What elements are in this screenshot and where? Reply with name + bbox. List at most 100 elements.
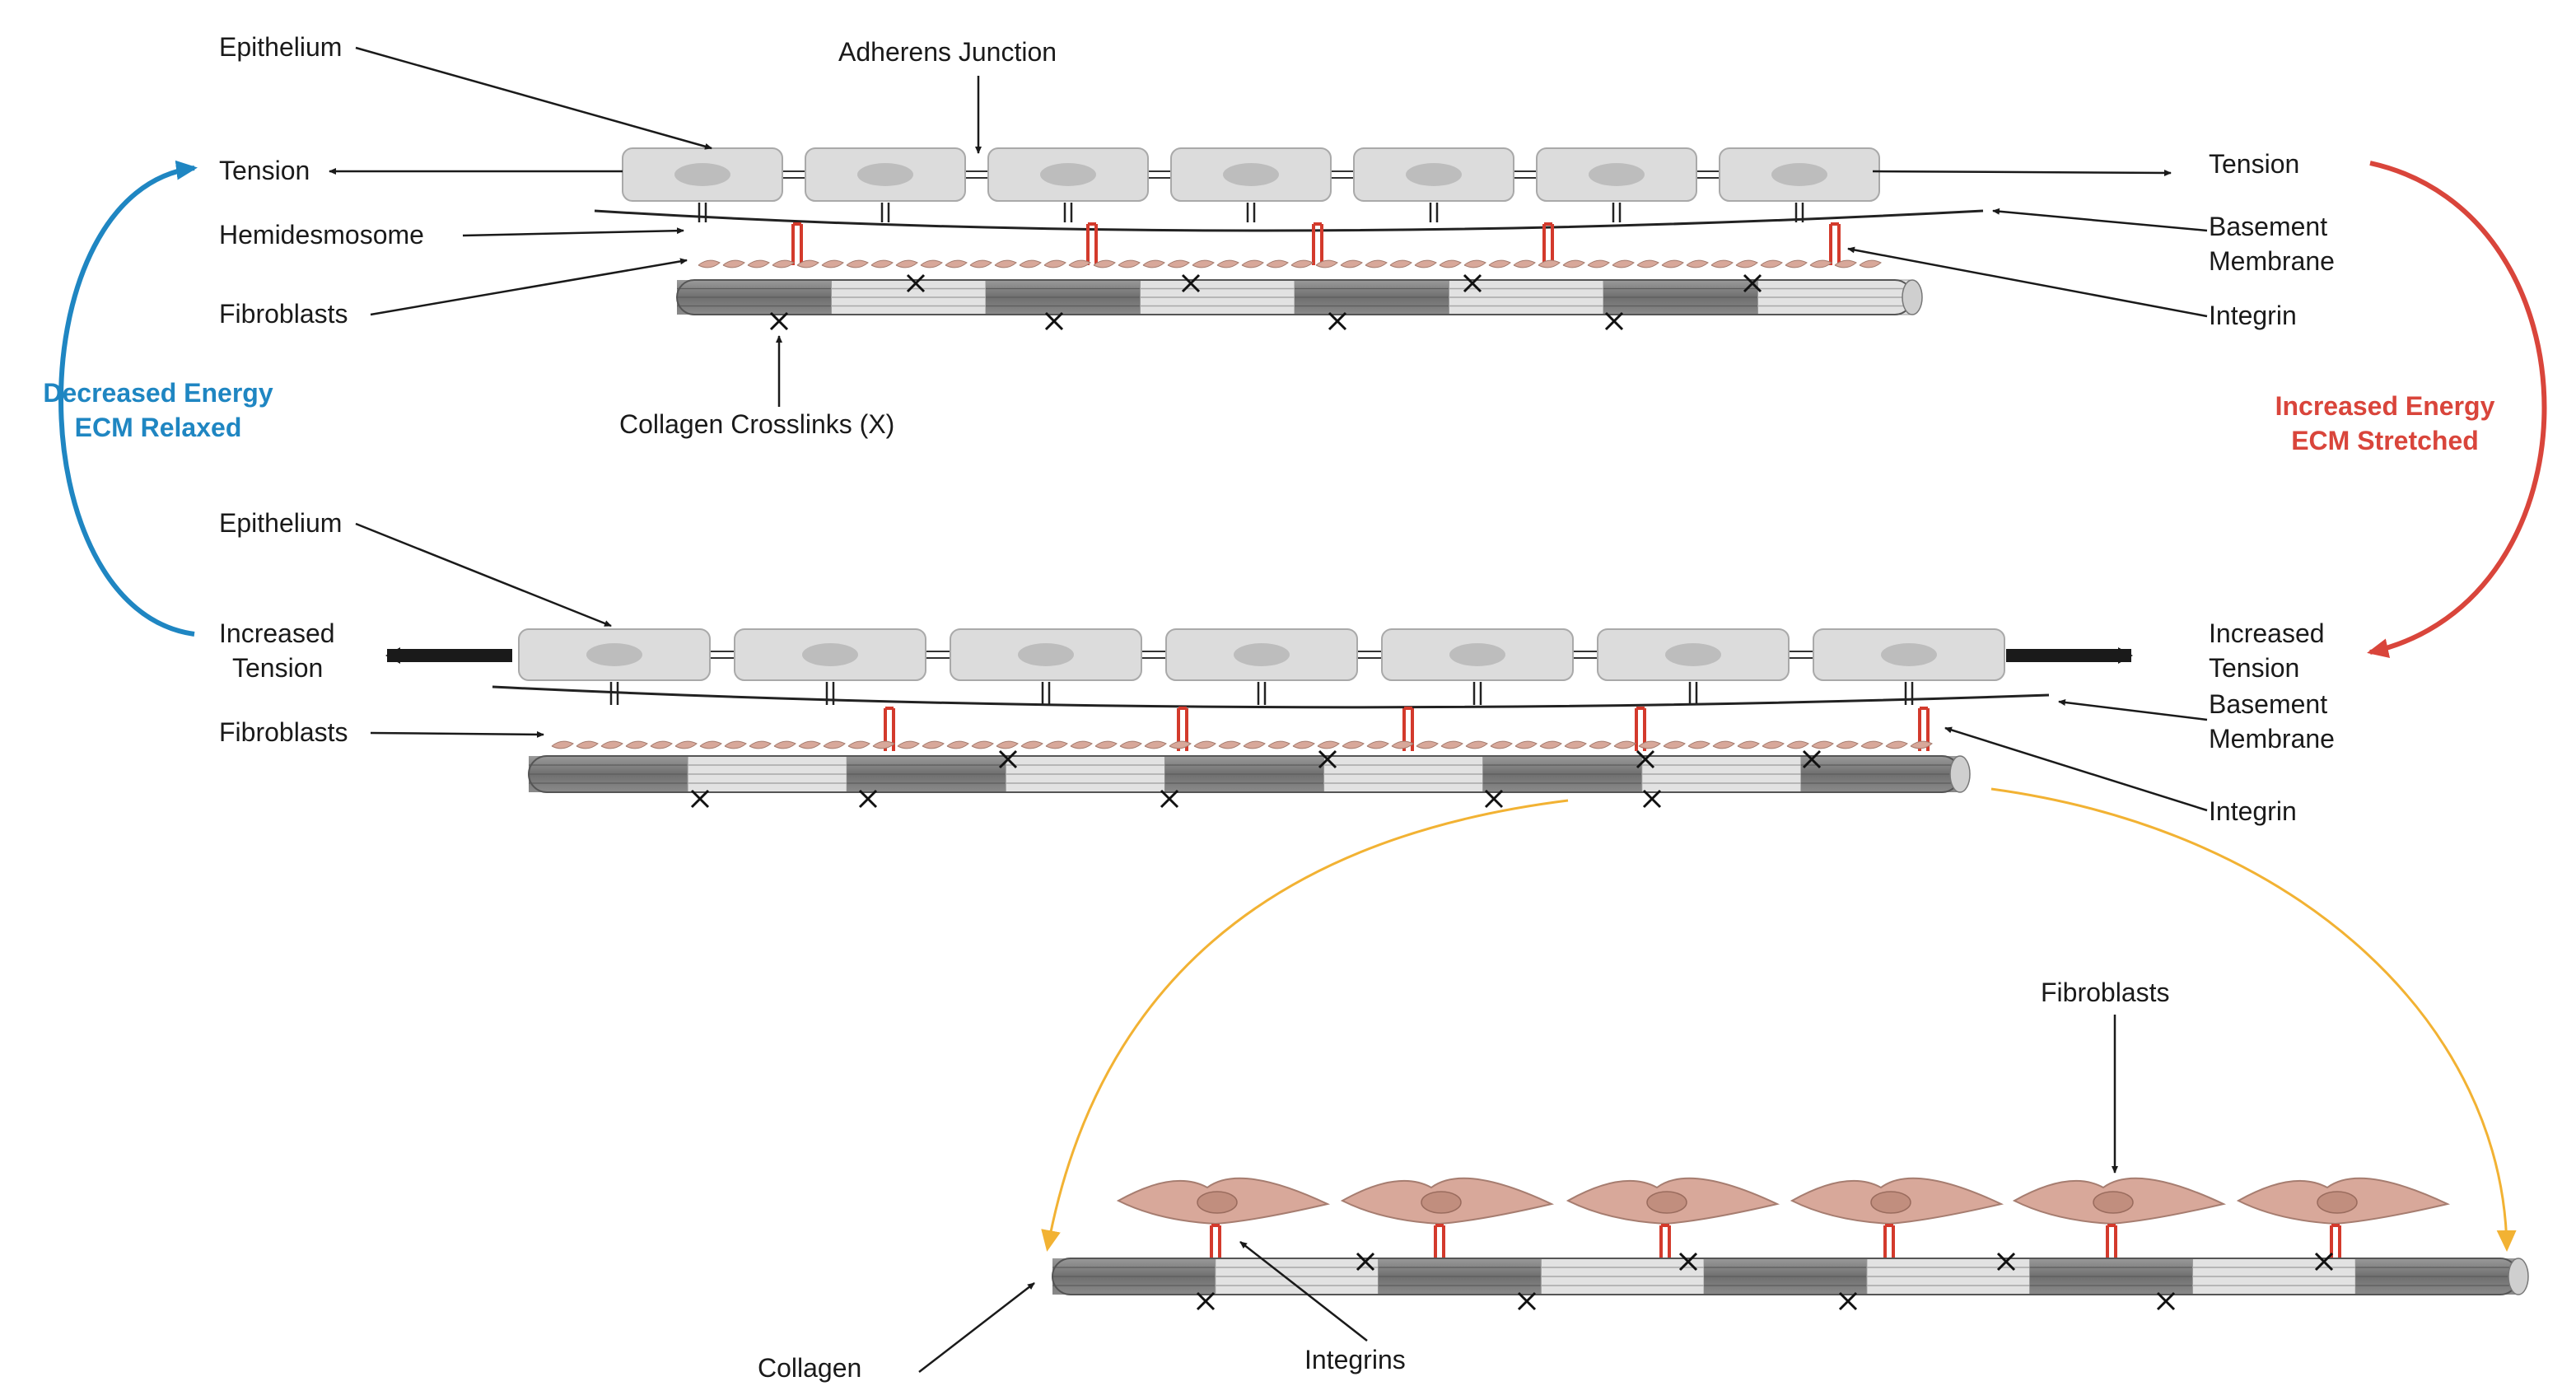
- ecm-stretched-label: ECM Stretched: [2291, 426, 2479, 455]
- fibroblast-small: [674, 740, 698, 749]
- fibroblast-small: [847, 740, 870, 749]
- fibroblast-small: [1463, 259, 1486, 268]
- epithelial-nucleus: [1406, 163, 1462, 186]
- crosslink-mark: [1678, 1252, 1698, 1272]
- crosslink-mark: [1802, 749, 1822, 769]
- crosslink-mark: [2156, 1291, 2176, 1311]
- crosslink-mark: [690, 789, 710, 809]
- fibroblast-small: [1366, 740, 1389, 749]
- fibroblast-small: [821, 259, 844, 268]
- fibroblast-small: [1687, 740, 1710, 749]
- fibroblast-small: [1661, 259, 1684, 268]
- fibroblast-small: [1315, 259, 1338, 268]
- fibroblast-small: [1068, 259, 1091, 268]
- fibroblasts-label-top: Fibroblasts: [219, 299, 348, 329]
- fibroblast-small: [946, 740, 969, 749]
- integrins-label: Integrins: [1304, 1345, 1406, 1374]
- crosslink-mark: [1160, 789, 1179, 809]
- fibroblasts-label-zoom: Fibroblasts: [2041, 978, 2170, 1007]
- fibroblast-small: [1416, 740, 1439, 749]
- fibroblast-small: [749, 740, 772, 749]
- fibroblast-small: [1119, 740, 1142, 749]
- fibroblast-nucleus: [1646, 1191, 1687, 1214]
- collagen-end-cap: [1949, 755, 1971, 793]
- fibroblast-small: [551, 740, 574, 749]
- fibroblast-small: [1760, 259, 1783, 268]
- fibroblast-nucleus: [1870, 1191, 1911, 1214]
- crosslink-mark: [1328, 311, 1347, 331]
- fibroblast-small: [1440, 740, 1463, 749]
- integrin-label-top: Integrin: [2209, 301, 2297, 330]
- decreased-energy-label: Decreased Energy: [43, 378, 273, 408]
- crosslink-mark: [1642, 789, 1662, 809]
- relaxed-cycle-arrow: [58, 160, 198, 637]
- fibroblast-small: [1786, 740, 1809, 749]
- fibroblast-small: [747, 259, 770, 268]
- fibroblast-small: [1638, 740, 1661, 749]
- fibroblast-small: [1365, 259, 1388, 268]
- fibroblast-small: [1267, 740, 1290, 749]
- fibroblast-small: [699, 740, 722, 749]
- crosslink-mark: [1356, 1252, 1375, 1272]
- epithelium-pointer-bottom: [355, 522, 612, 628]
- fibroblast-small: [872, 740, 895, 749]
- fibroblast-small: [1809, 259, 1832, 268]
- tension-label-left: Tension: [219, 156, 310, 185]
- fibroblast-nucleus: [2317, 1191, 2358, 1214]
- fibroblast-small: [1612, 259, 1635, 268]
- increased-tension-label-left-2: Tension: [232, 653, 323, 683]
- ecm-relaxed-label: ECM Relaxed: [75, 413, 242, 442]
- fibroblast-small: [1562, 259, 1585, 268]
- fibroblast-small: [1391, 740, 1414, 749]
- fibroblast-small: [1587, 259, 1610, 268]
- fibroblast-small: [1070, 740, 1093, 749]
- collagen-crosslinks-label: Collagen Crosslinks (X): [619, 409, 894, 439]
- fibroblast-small: [922, 740, 945, 749]
- epithelial-nucleus: [1223, 163, 1279, 186]
- crosslink-mark: [1743, 273, 1762, 293]
- fibroblast-small: [1859, 259, 1882, 268]
- fibroblast-small: [1613, 740, 1636, 749]
- epithelial-nucleus: [1771, 163, 1827, 186]
- fibroblast-small: [1589, 740, 1612, 749]
- fibroblast-small: [625, 740, 648, 749]
- basement-membrane: [492, 685, 2050, 709]
- increased-tension-label-right-2: Tension: [2209, 653, 2299, 683]
- hemidesmosome-label: Hemidesmosome: [219, 220, 424, 250]
- hemidesmosome-pointer: [462, 227, 684, 237]
- fibroblast-small: [1192, 259, 1215, 268]
- fibroblast-small: [1216, 259, 1239, 268]
- basement-membrane-label-top-2: Membrane: [2209, 246, 2335, 276]
- fibroblast-small: [773, 740, 796, 749]
- fibroblast-small: [971, 740, 994, 749]
- fibroblasts-label-bottom: Fibroblasts: [219, 717, 348, 747]
- fibroblast-small: [945, 259, 968, 268]
- fibroblast-small: [1885, 740, 1908, 749]
- fibroblast-small: [1513, 259, 1536, 268]
- crosslink-mark: [1636, 749, 1655, 769]
- fibroblast-small: [1389, 259, 1412, 268]
- fibroblast-nucleus: [1197, 1191, 1238, 1214]
- crosslink-mark: [1463, 273, 1482, 293]
- adherens-junction-label: Adherens Junction: [838, 37, 1057, 67]
- fibroblast-small: [1564, 740, 1587, 749]
- relaxed-ecm-panel: [594, 147, 1984, 331]
- fibroblast-small: [1414, 259, 1437, 268]
- crosslink-mark: [769, 311, 789, 331]
- fibroblast-small: [1465, 740, 1488, 749]
- fibroblast-small: [1043, 259, 1066, 268]
- fibroblast-small: [895, 259, 918, 268]
- epithelial-nucleus: [802, 643, 858, 666]
- basement-membrane-label-bottom-2: Membrane: [2209, 724, 2335, 754]
- zoom-arrow-right: [1990, 787, 2517, 1252]
- epithelial-nucleus: [1665, 643, 1721, 666]
- zoom-arrow-left: [1041, 799, 1569, 1252]
- tension-arrow-right: [1872, 169, 2172, 176]
- fibroblast-small: [870, 259, 894, 268]
- fibroblast-small: [1488, 259, 1511, 268]
- fibroblast-zoom-panel: [1052, 1177, 2529, 1311]
- fibroblast-small: [798, 740, 821, 749]
- fibroblast-small: [1538, 259, 1561, 268]
- fibroblast-small: [1539, 740, 1562, 749]
- fibroblasts-pointer-bottom: [370, 730, 544, 738]
